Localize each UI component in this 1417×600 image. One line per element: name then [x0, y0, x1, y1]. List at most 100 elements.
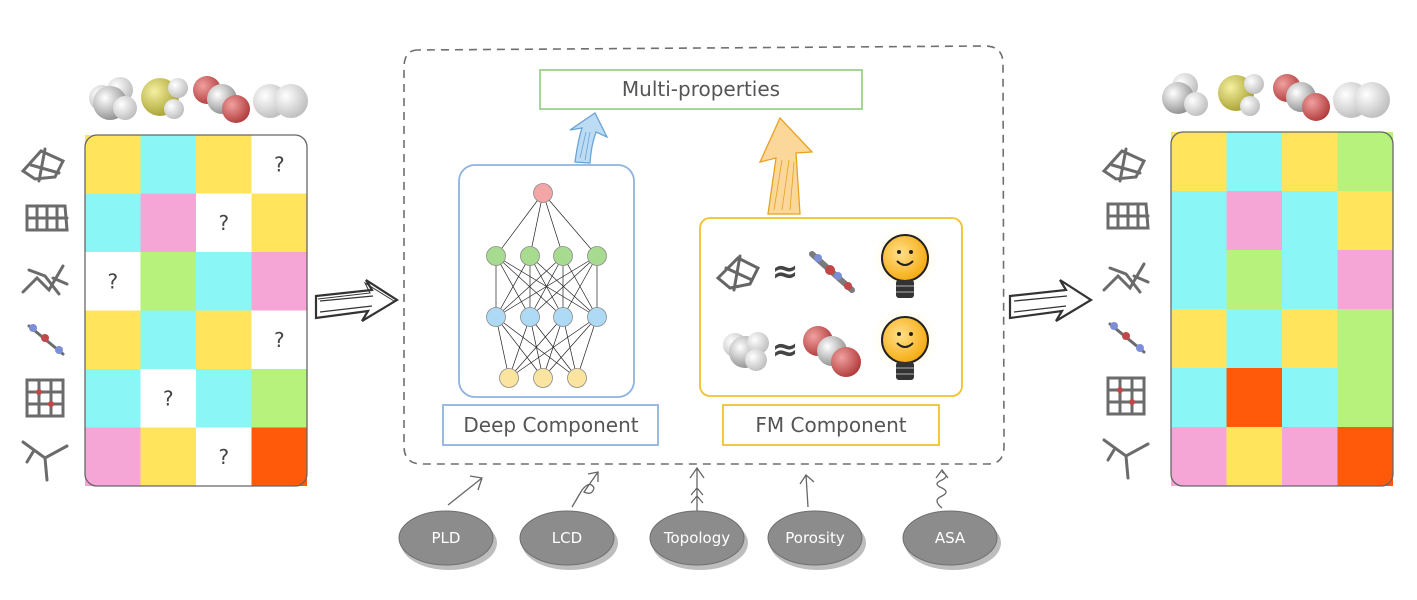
- lightbulb-icon: [872, 307, 938, 380]
- left-sketch-arrow-icon: [314, 279, 400, 322]
- co2-molecule-icon: [193, 76, 250, 123]
- feature-input-arrow: [689, 466, 705, 512]
- feature-input-arrow: [571, 471, 599, 508]
- mof-icon: [715, 254, 761, 292]
- network-edge: [542, 192, 564, 257]
- network-node: [533, 368, 553, 388]
- left-matrix-cell: [251, 135, 307, 194]
- right-matrix-cell: [1226, 309, 1282, 368]
- right-matrix-cell: [1171, 191, 1227, 250]
- mof-structure-icon: [1106, 202, 1150, 230]
- h2-molecule-icon: [253, 84, 308, 118]
- network-edge: [529, 192, 544, 257]
- right-matrix-border: [1170, 131, 1394, 487]
- right-matrix-cell: [1282, 250, 1338, 309]
- neural-network-nodes: [486, 183, 607, 388]
- network-edge: [508, 316, 564, 379]
- network-edge: [495, 255, 531, 318]
- feature-oval: [398, 510, 494, 566]
- unknown-value-marker: ?: [218, 211, 229, 235]
- left-matrix-cell: [85, 369, 141, 428]
- network-edge: [495, 192, 544, 257]
- co2-molecule-icon: [803, 326, 861, 377]
- network-edge: [495, 255, 564, 318]
- fm-component-label-box: [722, 404, 940, 446]
- right-matrix-cell: [1337, 250, 1393, 309]
- unknown-value-marker: ?: [107, 269, 118, 293]
- right-sketch-arrow-icon: [1008, 279, 1094, 322]
- network-edge: [576, 316, 598, 379]
- right-matrix-cell: [1171, 309, 1227, 368]
- deep-component-label-box: [442, 404, 659, 446]
- feature-label: Porosity: [785, 529, 845, 547]
- network-edge: [508, 316, 531, 379]
- right-matrix-cell: [1282, 191, 1338, 250]
- feature-input-arrow: [447, 475, 483, 506]
- approx-symbol: ≈: [772, 252, 799, 290]
- right-mof-structures: [1101, 147, 1150, 480]
- network-node: [553, 307, 573, 327]
- network-node: [486, 246, 506, 266]
- mof-structure-icon: [21, 440, 69, 482]
- left-matrix-cell: [140, 310, 196, 369]
- right-matrix-cell: [1282, 368, 1338, 427]
- right-matrix-cell: [1226, 250, 1282, 309]
- right-matrix-cell: [1337, 132, 1393, 191]
- right-matrix-cell: [1282, 309, 1338, 368]
- blue-up-arrow-icon: [569, 112, 609, 164]
- unknown-value-marker: ?: [218, 445, 229, 469]
- left-matrix-cell: [140, 369, 196, 428]
- left-matrix-cell: [196, 369, 252, 428]
- left-matrix-border: [84, 134, 308, 487]
- right-matrix-cell: [1171, 427, 1227, 486]
- left-matrix-cell: [196, 135, 252, 194]
- left-matrix-cell: [85, 135, 141, 194]
- approx-symbol: ≈: [772, 330, 799, 368]
- right-matrix-cell: [1226, 132, 1282, 191]
- network-edge: [529, 316, 544, 379]
- right-matrix-cell: [1337, 427, 1393, 486]
- feature-input-arrow: [935, 468, 949, 509]
- mof-structure-icon: [1101, 147, 1147, 183]
- network-edge: [495, 316, 510, 379]
- right-matrix-cell: [1171, 132, 1227, 191]
- mof-structure-icon: [1108, 322, 1146, 354]
- right-completed-matrix: [1170, 131, 1394, 487]
- fm-component-label: FM Component: [755, 413, 906, 437]
- network-node: [520, 307, 540, 327]
- right-matrix-cell: [1226, 427, 1282, 486]
- methane-molecule-icon: [89, 77, 137, 120]
- network-node: [499, 368, 519, 388]
- feature-input-arrow: [799, 474, 815, 508]
- lightbulb-icon: [872, 225, 938, 298]
- mof-structure-icon: [20, 147, 66, 183]
- mof-structure-icon: [1106, 376, 1146, 416]
- right-matrix-cell: [1226, 368, 1282, 427]
- mof-structure-icon: [21, 264, 69, 296]
- left-sparse-matrix: ??????: [84, 134, 308, 487]
- unknown-value-marker: ?: [274, 328, 285, 352]
- network-node: [567, 368, 587, 388]
- mof-structure-icon: [1102, 438, 1150, 480]
- left-matrix-cell: [251, 252, 307, 311]
- right-matrix-cell: [1171, 250, 1227, 309]
- network-node: [587, 307, 607, 327]
- feature-oval: [649, 510, 745, 566]
- linker-molecule-icon: [809, 251, 855, 293]
- feature-oval: [902, 510, 998, 566]
- left-matrix-cell: [196, 310, 252, 369]
- left-matrix-cell: [85, 427, 141, 486]
- network-node: [587, 246, 607, 266]
- mof-structure-icon: [27, 324, 65, 356]
- feature-oval: [519, 510, 615, 566]
- unknown-value-marker: ?: [274, 152, 285, 176]
- unknown-value-marker: ?: [163, 386, 174, 410]
- feature-label: PLD: [432, 529, 461, 547]
- deep-component-label: Deep Component: [463, 413, 638, 437]
- co2-molecule-icon: [1273, 74, 1330, 121]
- network-edge: [542, 316, 598, 379]
- feature-label: ASA: [935, 529, 966, 547]
- right-matrix-cell: [1337, 191, 1393, 250]
